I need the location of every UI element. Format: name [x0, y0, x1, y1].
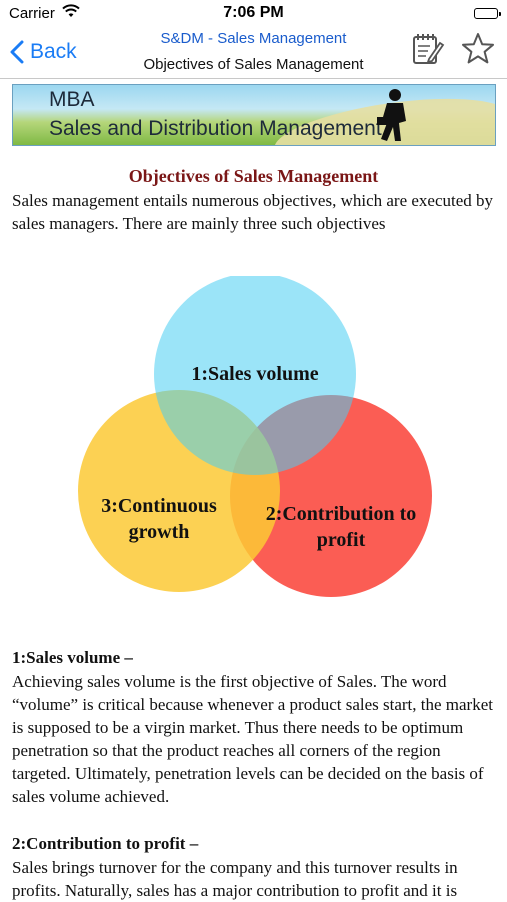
venn-label-growth-1: 3:Continuous	[101, 495, 217, 517]
section-body-sales-volume: Achieving sales volume is the first obje…	[12, 672, 493, 806]
objectives-venn-diagram: 1:Sales volume 2:Contribution to profit …	[78, 276, 432, 597]
section-body-contribution: Sales brings turnover for the company an…	[12, 858, 458, 900]
notepad-pencil-icon	[413, 34, 445, 64]
venn-label-sales-volume: 1:Sales volume	[191, 363, 318, 385]
venn-label-growth-2: growth	[129, 521, 190, 543]
nav-subtitle: Objectives of Sales Management	[143, 56, 364, 73]
section-heading-sales-volume: 1:Sales volume –	[12, 648, 133, 667]
intro-paragraph: Sales management entails numerous object…	[12, 191, 494, 233]
venn-label-contribution-1: 2:Contribution to	[266, 503, 417, 525]
section-heading-contribution: 2:Contribution to profit –	[12, 834, 199, 853]
banner-line-2: Sales and Distribution Management	[49, 117, 382, 140]
back-button[interactable]: Back	[10, 36, 77, 68]
venn-circle-sales-volume	[154, 276, 356, 475]
clock-time: 7:06 PM	[223, 4, 284, 21]
favorite-button[interactable]	[460, 31, 496, 67]
battery-icon	[474, 8, 501, 19]
nav-title: S&DM - Sales Management	[160, 30, 347, 47]
back-button-label: Back	[30, 40, 77, 63]
wifi-icon	[62, 4, 80, 22]
chevron-left-icon	[10, 40, 24, 64]
businessman-silhouette-icon	[377, 89, 406, 141]
status-bar: Carrier 7:06 PM	[0, 0, 507, 28]
banner-line-1: MBA	[49, 88, 95, 111]
article-title: Objectives of Sales Management	[128, 166, 379, 186]
mba-banner: MBA Sales and Distribution Management	[12, 84, 496, 146]
carrier-label: Carrier	[9, 5, 55, 22]
edit-note-button[interactable]	[409, 31, 445, 67]
navigation-bar: Back S&DM - Sales Management Objectives …	[0, 28, 507, 79]
star-outline-icon	[462, 33, 494, 64]
venn-label-contribution-2: profit	[317, 529, 366, 551]
